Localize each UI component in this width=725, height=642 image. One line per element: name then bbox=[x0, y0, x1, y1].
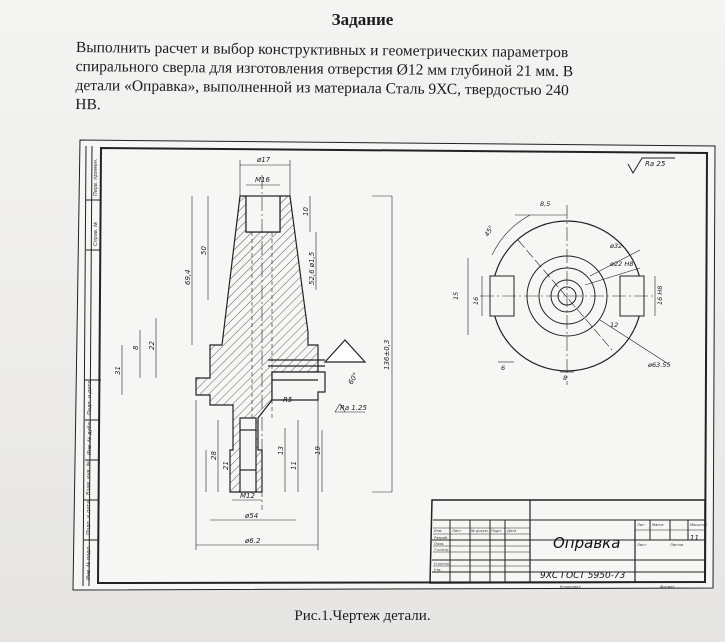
stamp-cell: Масштаб bbox=[690, 523, 708, 527]
dim-label: 50 bbox=[200, 246, 208, 255]
stamp-cell: Листов bbox=[669, 543, 683, 547]
dim-label: 12 bbox=[610, 321, 618, 329]
side-label: Подп. и дата bbox=[87, 381, 93, 415]
material-label: 9ХС ГОСТ 5950-73 bbox=[540, 571, 626, 581]
roughness-label: Ra 25 bbox=[645, 160, 666, 168]
dim-label: 8,5 bbox=[540, 200, 550, 208]
stamp-cell: Лит. bbox=[636, 523, 645, 527]
sheet-frame bbox=[72, 139, 716, 591]
dim-label: Ra 1.25 bbox=[340, 404, 368, 412]
side-label: Инв. № дубл. bbox=[87, 421, 93, 455]
dim-label: 28 bbox=[210, 451, 218, 460]
dim-label: 13 bbox=[277, 446, 285, 455]
part-name: Оправка bbox=[553, 534, 620, 552]
dim-label: ø17 bbox=[256, 156, 271, 164]
dim-label: 69,4 bbox=[184, 269, 192, 285]
dim-label: ø63.55 bbox=[647, 361, 671, 369]
dimension-lines bbox=[121, 160, 393, 550]
stamp-cell: Формат bbox=[660, 585, 675, 589]
dim-label: ø54 bbox=[244, 512, 258, 520]
stamp-cell: Дата bbox=[506, 529, 516, 533]
stamp-cell: Пров. bbox=[434, 542, 444, 546]
stamp-cell: Разраб. bbox=[434, 536, 448, 540]
dim-label: 6 bbox=[501, 364, 505, 372]
dim-label: 8 bbox=[132, 345, 140, 350]
sheet-number: 11 bbox=[690, 534, 699, 542]
side-label: Перв. примен. bbox=[93, 158, 99, 196]
dim-label: ø22 H8 bbox=[609, 260, 633, 268]
dim-label: M12 bbox=[240, 492, 255, 500]
dim-label: 22 bbox=[148, 341, 156, 350]
dim-label: 136±0,3 bbox=[383, 340, 391, 370]
dim-label: ø6.2 bbox=[244, 537, 261, 545]
task-title: Задание bbox=[331, 10, 394, 29]
side-label: Подп. и дата bbox=[86, 501, 92, 535]
side-label: Взам. инв. № bbox=[86, 461, 92, 495]
dim-label: 10 bbox=[302, 207, 310, 216]
stamp-cell: № докум. bbox=[470, 529, 489, 533]
dim-label: M16 bbox=[255, 176, 270, 184]
dim-label: 21 bbox=[222, 461, 230, 470]
dim-label: 31 bbox=[114, 366, 122, 375]
stamp-cell: Копировал bbox=[560, 585, 581, 589]
stamp-cell: Лист bbox=[451, 529, 462, 533]
dim-label: 16 bbox=[472, 297, 480, 305]
stamp-cell: Лист bbox=[636, 543, 647, 547]
dim-label: 15 bbox=[452, 292, 460, 300]
dim-label: 19 bbox=[314, 446, 322, 455]
stamp-cell: Утв. bbox=[434, 568, 442, 572]
stamp-cell: Подп. bbox=[491, 529, 502, 533]
stamp-cell: Т.контр. bbox=[434, 548, 450, 552]
title-block bbox=[429, 499, 706, 584]
part-section bbox=[195, 175, 367, 510]
dim-label: ø32 bbox=[609, 242, 622, 250]
side-label: Инв. № подл. bbox=[86, 546, 92, 581]
dim-label: 11 bbox=[290, 461, 298, 470]
dim-label: R5 bbox=[283, 396, 293, 404]
dim-label: 52,6 ø1,5 bbox=[308, 251, 316, 285]
roughness-mark bbox=[627, 157, 675, 174]
figure-caption: Рис.1.Чертеж детали. bbox=[294, 608, 431, 624]
end-view bbox=[467, 205, 671, 385]
stamp-cell: Масса bbox=[652, 523, 663, 527]
stamp-cell: Н.контр. bbox=[434, 562, 450, 566]
dim-label: 16 H8 bbox=[656, 286, 664, 305]
dim-label: 8 bbox=[563, 374, 567, 382]
stamp-cell: Изм. bbox=[434, 529, 442, 533]
side-label: Справ. № bbox=[93, 222, 99, 246]
